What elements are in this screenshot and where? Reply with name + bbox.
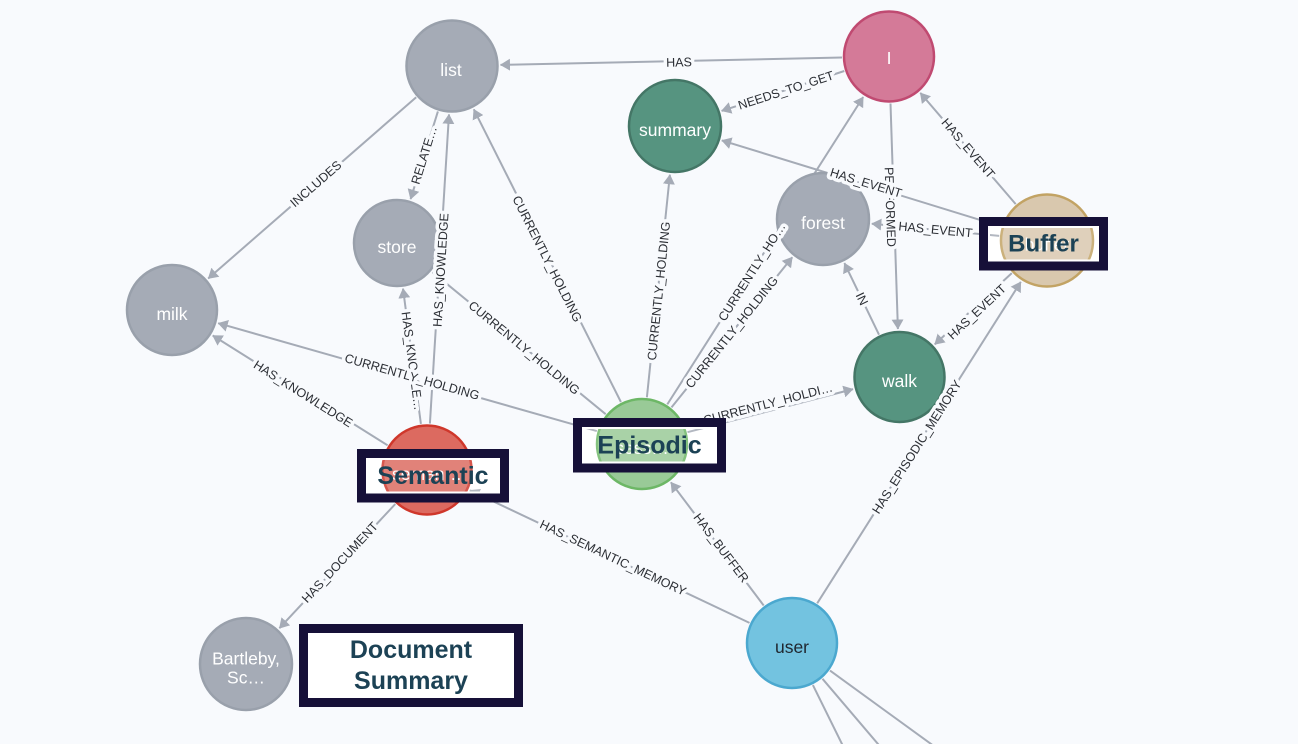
svg-text:summary: summary [639,120,711,140]
svg-text:Bartleby,: Bartleby, [212,649,280,669]
svg-text:sess…: sess… [615,438,668,458]
svg-text:list: list [440,60,462,80]
svg-text:buffer: buffer [1025,235,1070,255]
svg-text:forest: forest [801,213,845,233]
svg-text:Semantic: Semantic [377,462,488,490]
svg-text:Episodic: Episodic [597,431,701,459]
svg-text:user: user [775,637,809,657]
svg-text:Summary: Summary [354,667,468,695]
svg-text:milk: milk [156,304,187,324]
svg-text:HAS: HAS [666,55,692,70]
svg-text:Buffer: Buffer [1008,230,1079,257]
svg-text:Sc…: Sc… [227,668,265,688]
svg-text:store: store [378,237,417,257]
svg-text:walk: walk [881,371,917,391]
svg-text:Document: Document [350,636,473,664]
svg-text:I: I [887,48,892,68]
svg-text:PERFORMED: PERFORMED [882,167,899,247]
svg-text:seman…: seman… [392,464,462,484]
